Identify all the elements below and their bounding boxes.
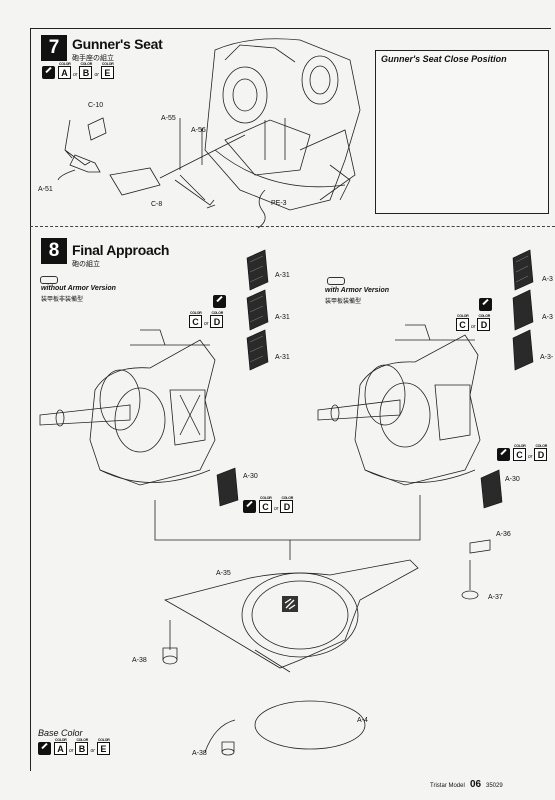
part-label: A-3- <box>540 354 554 361</box>
page-frame <box>30 28 551 771</box>
armor-plates <box>216 249 534 509</box>
part-label: A-31 <box>275 354 290 361</box>
footer-code: 35029 <box>486 783 503 789</box>
part-label: A-37 <box>488 594 503 601</box>
part-label: A-30 <box>243 473 258 480</box>
part-label: A-55 <box>161 115 176 122</box>
part-label: A-56 <box>191 127 206 134</box>
paint-brush-icon <box>213 295 226 308</box>
step8-right-gun-drawing <box>317 324 481 486</box>
without-armor-label: without Armor Version <box>41 285 116 292</box>
step7-seat-parts <box>57 117 266 229</box>
step-8-number: 8 <box>41 238 67 264</box>
part-label: A-38 <box>192 750 207 757</box>
part-label: A-51 <box>38 186 53 193</box>
left-plate-color-brush <box>213 295 228 308</box>
without-armor-badge-icon <box>40 276 58 284</box>
paint-brush-icon <box>243 500 256 513</box>
part-label: A-36 <box>496 531 511 538</box>
part-label: A-31 <box>275 272 290 279</box>
footer-brand: Tristar Model <box>430 783 465 789</box>
step-7-title: Gunner's Seat <box>72 36 163 52</box>
step-divider <box>30 226 555 227</box>
part-label: A-31 <box>275 314 290 321</box>
step-8-title: Final Approach <box>72 242 170 258</box>
without-armor-sub: 装甲板非装備型 <box>41 297 84 303</box>
paint-brush-icon <box>42 66 55 79</box>
part-label: A-4 <box>357 717 368 724</box>
paint-brush-icon <box>38 742 51 755</box>
step-8-subtitle: 砲の組立 <box>72 260 100 268</box>
step-7-number: 7 <box>41 35 67 61</box>
part-label: A-3 <box>542 314 553 321</box>
step-7-subtitle: 砲手座の組立 <box>72 54 114 62</box>
part-label: A-30 <box>505 476 520 483</box>
inset-title: Gunner's Seat Close Position <box>381 54 507 64</box>
part-label: PE-3 <box>271 200 287 207</box>
assembly-arrows <box>154 495 471 753</box>
part-label: A-3 <box>542 276 553 283</box>
with-armor-label: with Armor Version <box>325 287 390 294</box>
footer-page-number: 06 <box>470 779 482 790</box>
with-armor-badge-icon <box>327 277 345 285</box>
part-label: C-8 <box>151 201 163 208</box>
paint-brush-icon <box>497 448 510 461</box>
center-logo <box>282 596 298 612</box>
right-plate-color-brush <box>479 298 494 311</box>
base-color-label: Base Color <box>38 728 83 738</box>
part-label: C-10 <box>88 102 104 109</box>
step8-left-gun-drawing <box>39 329 216 486</box>
close-position-inset: Gunner's Seat Close Position <box>375 50 549 214</box>
paint-brush-icon <box>479 298 492 311</box>
step7-turret-drawing <box>204 38 361 211</box>
with-armor-sub: 装甲板装備型 <box>325 299 362 305</box>
part-label: A-35 <box>216 570 231 577</box>
part-label: A-38 <box>132 657 147 664</box>
ring-base-drawing <box>162 539 491 756</box>
